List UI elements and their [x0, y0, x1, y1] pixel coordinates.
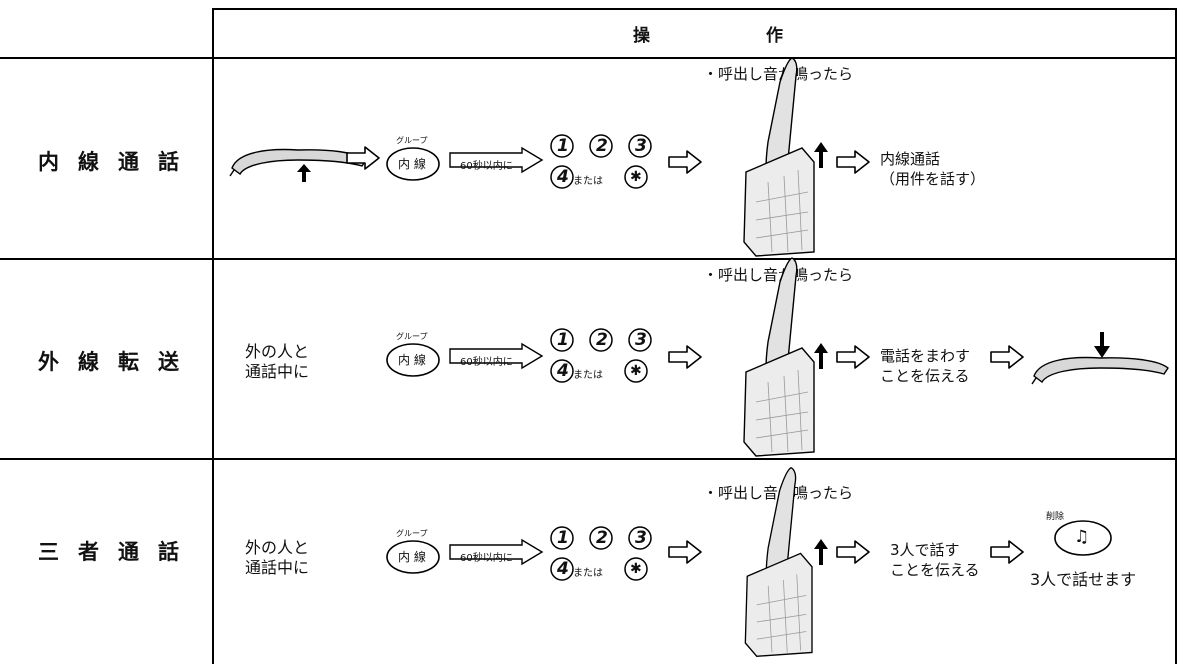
star-key: ✱: [630, 561, 642, 577]
or-label: または: [573, 370, 603, 381]
intro-line-1: 外の人と: [245, 538, 310, 557]
key-2: 2: [596, 330, 608, 350]
or-label: または: [573, 176, 603, 187]
next-arrow-icon: [346, 146, 380, 170]
handset-hang-up-icon: [1031, 332, 1169, 385]
naisen-key-button[interactable]: [384, 341, 442, 379]
next-arrow-icon: [990, 345, 1024, 369]
key-2: 2: [596, 136, 608, 156]
key-3: 3: [635, 528, 647, 548]
intro-line-2: 通話中に: [245, 362, 310, 381]
key-4: 4: [557, 361, 569, 381]
within-60s-arrow: [449, 342, 544, 370]
lift-up-arrow: [814, 343, 828, 369]
final-result-text: 3人で話せます: [1030, 570, 1137, 589]
next-arrow-icon: [668, 540, 702, 564]
phone-lift-icon: [743, 257, 815, 457]
delete-key-button[interactable]: [1052, 518, 1114, 558]
header-operation-char-1: 操: [633, 26, 650, 46]
action-line-1: 3人で話す: [890, 541, 960, 559]
naisen-key-label: 内 線: [398, 550, 426, 564]
key-4: 4: [557, 559, 569, 579]
naisen-key-button[interactable]: [384, 145, 442, 183]
table-top-border: [212, 8, 1177, 10]
key-1: 1: [557, 528, 569, 548]
header-separator: [0, 57, 1177, 59]
action-line-2: ことを伝える: [880, 367, 970, 385]
row-label-naisen-tsuwa: 内線通話: [38, 150, 198, 174]
within-60s-label: 60秒以内に: [460, 357, 513, 368]
row-label-sansha-tsuwa: 三者通話: [38, 540, 198, 564]
next-arrow-icon: [990, 540, 1024, 564]
within-60s-label: 60秒以内に: [460, 161, 513, 172]
dial-keys-icon: [550, 526, 652, 581]
next-arrow-icon: [836, 540, 870, 564]
key-1: 1: [557, 136, 569, 156]
intro-line-1: 外の人と: [245, 342, 310, 361]
key-3: 3: [635, 330, 647, 350]
delete-label: 削除: [1046, 512, 1065, 522]
phone-lift-icon: [744, 467, 813, 657]
lift-up-arrow: [814, 539, 828, 565]
row-separator-1: [0, 258, 1177, 260]
key-4: 4: [557, 167, 569, 187]
star-key: ✱: [630, 169, 642, 185]
next-arrow-icon: [836, 345, 870, 369]
group-label: グループ: [396, 332, 428, 341]
within-60s-label: 60秒以内に: [460, 553, 513, 564]
next-arrow-icon: [836, 150, 870, 174]
phone-lift-icon: [743, 57, 815, 257]
ring-note: ・呼出し音が鳴ったら: [703, 65, 854, 83]
table-left-border: [212, 8, 214, 664]
music-note-icon: ♫: [1074, 527, 1090, 547]
key-2: 2: [596, 528, 608, 548]
group-label: グループ: [396, 529, 428, 538]
naisen-key-label: 内 線: [398, 353, 426, 367]
row-separator-2: [0, 458, 1177, 460]
group-label: グループ: [396, 136, 428, 145]
within-60s-arrow: [449, 146, 544, 174]
ring-note: ・呼出し音が鳴ったら: [703, 484, 854, 502]
dial-keys-icon: [550, 134, 652, 189]
naisen-key-label: 内 線: [398, 157, 426, 171]
naisen-key-button[interactable]: [384, 538, 442, 576]
header-operation-char-2: 作: [766, 26, 783, 46]
action-line-2: ことを伝える: [890, 561, 980, 579]
intro-line-2: 通話中に: [245, 558, 310, 577]
lift-up-arrow: [814, 142, 828, 168]
dial-keys-icon: [550, 328, 652, 383]
or-label: または: [573, 568, 603, 579]
key-1: 1: [557, 330, 569, 350]
next-arrow-icon: [668, 345, 702, 369]
star-key: ✱: [630, 363, 642, 379]
next-arrow-icon: [668, 150, 702, 174]
ring-note: ・呼出し音が鳴ったら: [703, 266, 854, 284]
within-60s-arrow: [449, 538, 544, 566]
result-line-1: 内線通話: [880, 150, 941, 168]
key-3: 3: [635, 136, 647, 156]
table-right-border: [1175, 8, 1177, 664]
handset-on-hook-icon: [229, 148, 367, 182]
action-line-1: 電話をまわす: [880, 347, 971, 365]
row-label-gaisen-tenso: 外線転送: [38, 350, 198, 374]
result-line-2: （用件を話す）: [880, 170, 986, 188]
